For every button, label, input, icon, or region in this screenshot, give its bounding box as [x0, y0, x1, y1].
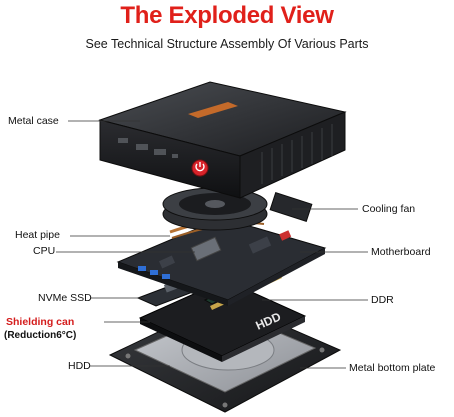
- metal-case: [98, 81, 347, 199]
- page-title: The Exploded View: [120, 2, 334, 29]
- front-port: [172, 154, 178, 158]
- leader-lines: [56, 120, 368, 369]
- label-shielding-note: (Reduction6°C): [4, 330, 77, 341]
- usb-port: [150, 270, 158, 275]
- front-port: [136, 144, 148, 150]
- power-icon: [195, 163, 205, 172]
- usb-port: [162, 274, 170, 279]
- label-nvme-ssd: NVMe SSD: [38, 292, 92, 304]
- front-port: [118, 138, 128, 143]
- motherboard: [116, 217, 327, 306]
- label-metal-case: Metal case: [8, 115, 59, 127]
- label-motherboard: Motherboard: [371, 246, 431, 258]
- label-ddr: DDR: [371, 294, 394, 306]
- usb-port: [138, 266, 146, 271]
- label-metal-bottom-plate: Metal bottom plate: [349, 362, 436, 374]
- shielding-can: HDD: [138, 279, 307, 362]
- label-shielding-can: Shielding can: [6, 316, 75, 328]
- label-hdd: HDD: [68, 360, 91, 372]
- label-cpu: CPU: [33, 245, 56, 257]
- power-button: [191, 159, 209, 177]
- front-port: [154, 149, 166, 155]
- cpu-chip: [190, 236, 222, 262]
- label-heat-pipe: Heat pipe: [15, 229, 60, 241]
- label-cooling-fan: Cooling fan: [362, 203, 416, 215]
- side-vent-grille: [261, 124, 333, 184]
- page-subtitle: See Technical Structure Assembly Of Vari…: [85, 37, 369, 51]
